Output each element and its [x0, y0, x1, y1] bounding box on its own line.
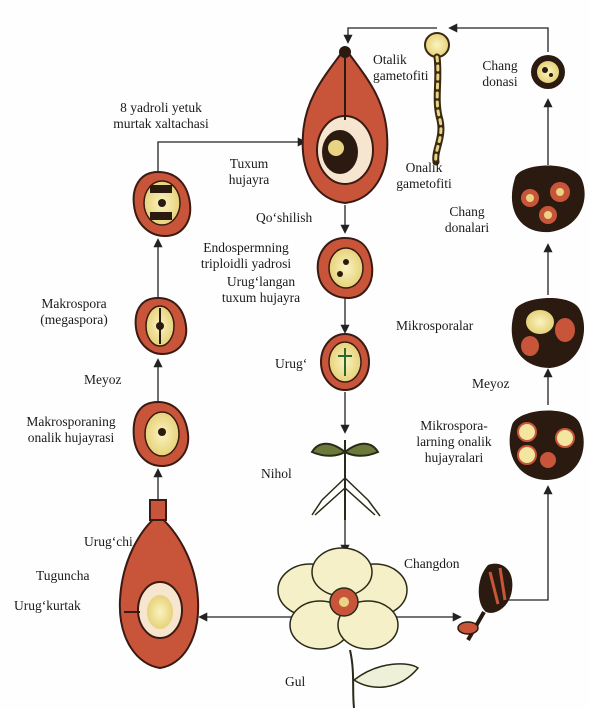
label-nihol: Nihol [261, 466, 292, 482]
label-chang-donalari: Chang donalari [432, 204, 502, 236]
label-meyoz-right: Meyoz [472, 376, 510, 392]
label-urugkurtak: Urug‘kurtak [14, 598, 81, 614]
arrow-otalik-to-central [348, 28, 437, 42]
label-gul: Gul [285, 674, 305, 690]
fertilized-ovule-image [318, 238, 373, 298]
pollen-grain-image [531, 55, 565, 89]
label-changdon: Changdon [404, 556, 460, 572]
seedling-image [312, 440, 380, 520]
arrow-donasi-to-otalik [450, 28, 548, 52]
label-meyoz-left: Meyoz [84, 372, 122, 388]
label-tuxum-hujayra: Tuxum hujayra [214, 156, 284, 188]
label-urugchi: Urug‘chi [84, 534, 133, 550]
label-urug: Urug‘ [275, 356, 307, 372]
megaspore-image [136, 298, 187, 354]
label-makrosporaning: Makrosporaning onalik hujayrasi [6, 414, 136, 446]
label-tuguncha: Tuguncha [36, 568, 90, 584]
stamen-image [458, 564, 512, 640]
megaspore-mother-cell-image [134, 402, 189, 466]
microspores-image [512, 298, 584, 368]
label-chang-donasi: Chang donasi [470, 58, 530, 90]
label-otalik-gametofiti: Otalik gametofiti [373, 52, 428, 84]
label-endosperm: Endospermning triploidli yadrosi [176, 240, 316, 272]
microspore-mother-cells-image [510, 411, 584, 480]
label-onalik-gametofiti: Onalik gametofiti [384, 160, 464, 192]
pollen-tube-image [425, 33, 449, 162]
pistil-image [120, 500, 198, 668]
seed-image [321, 334, 369, 390]
label-qoshilish: Qo‘shilish [256, 210, 312, 226]
label-makrospora: Makrospora (megaspora) [24, 296, 124, 328]
label-urug-langan: Urug‘langan tuxum hujayra [206, 274, 316, 306]
label-mikrosporalar: Mikrosporalar [396, 318, 473, 334]
mature-embryo-sac-image [134, 172, 191, 236]
pollen-grains-anther-image [512, 166, 585, 233]
label-mikrospora-onalik: Mikrospora- larning onalik hujayralari [404, 418, 504, 466]
label-yetuk-murtak: 8 yadroli yetuk murtak xaltachasi [76, 100, 246, 132]
